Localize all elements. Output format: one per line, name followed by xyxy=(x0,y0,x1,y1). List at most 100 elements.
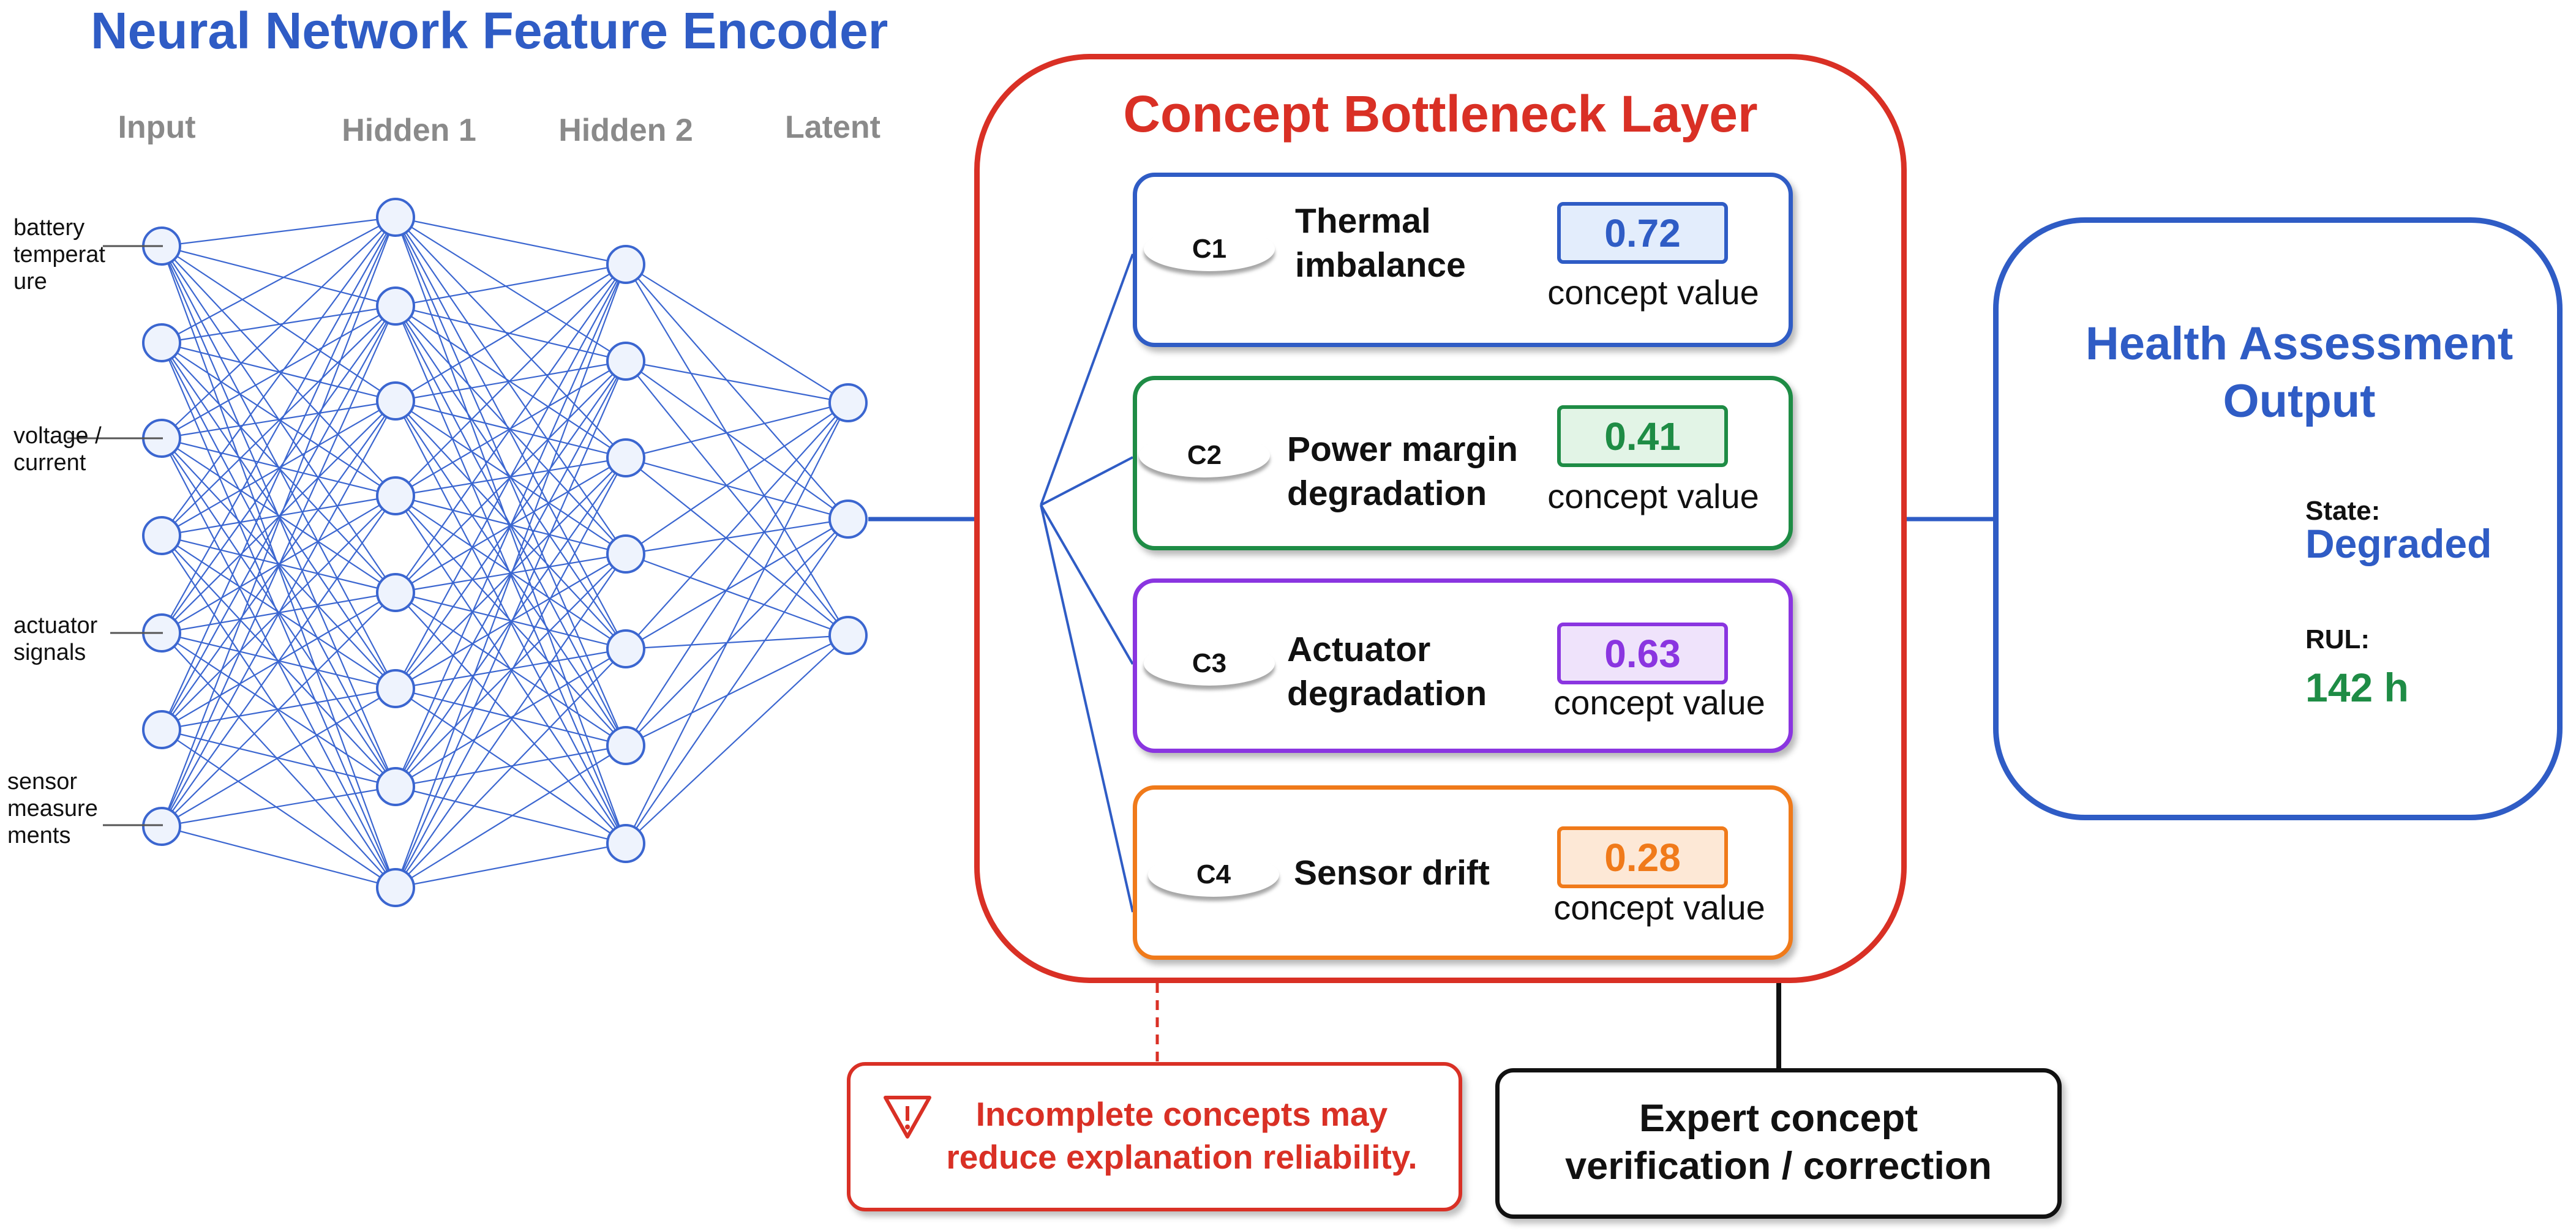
network-connection xyxy=(625,518,849,844)
concept-name: Power margin degradation xyxy=(1287,430,1518,513)
concept-value-badge: 0.41 xyxy=(1557,405,1728,467)
network-connection xyxy=(394,217,627,746)
latent-node xyxy=(828,383,868,422)
concept-fan-line-2 xyxy=(1040,456,1133,506)
network-connection xyxy=(161,305,396,730)
network-connection xyxy=(395,842,626,889)
concept-id-badge: C4 xyxy=(1148,853,1279,897)
network-connection xyxy=(161,305,396,344)
network-connection xyxy=(395,264,626,689)
network-connection xyxy=(395,785,626,845)
concept-id-badge: C2 xyxy=(1139,433,1270,477)
concept-id-badge: C1 xyxy=(1144,227,1275,271)
network-connection xyxy=(161,305,396,439)
input-node xyxy=(142,516,181,555)
hidden2-node xyxy=(606,824,645,863)
concept-name: Thermal imbalance xyxy=(1295,201,1466,285)
network-connection xyxy=(395,217,626,458)
network-connection xyxy=(161,216,396,247)
input-label-voltage-current: voltage / current xyxy=(13,423,102,476)
network-connection xyxy=(395,553,626,888)
network-connection xyxy=(161,305,396,536)
network-connection xyxy=(161,632,396,888)
concept-value-caption: concept value xyxy=(1553,683,1765,722)
network-connection xyxy=(625,361,849,520)
hidden2-node xyxy=(606,534,645,574)
expert-verification-box xyxy=(1495,1068,2062,1219)
network-connection xyxy=(395,457,626,888)
network-connection xyxy=(395,217,626,649)
concept-fan-line-1 xyxy=(1040,253,1134,506)
network-connection xyxy=(161,400,396,536)
network-connection xyxy=(625,635,849,746)
hidden1-node xyxy=(376,476,415,515)
network-connection xyxy=(160,305,397,827)
warning-callout xyxy=(847,1062,1462,1211)
hidden2-node xyxy=(606,245,645,284)
input-node xyxy=(142,323,181,362)
network-connection xyxy=(395,216,626,266)
network-connection xyxy=(625,264,849,520)
network-connection xyxy=(394,361,627,888)
network-connection xyxy=(625,518,849,649)
input-node xyxy=(142,710,181,749)
network-connection xyxy=(394,264,627,888)
network-connection xyxy=(161,217,396,343)
network-connection xyxy=(395,264,626,402)
network-connection xyxy=(395,217,626,362)
network-connection xyxy=(394,217,627,844)
hidden1-node xyxy=(376,198,415,237)
latent-node xyxy=(828,500,868,539)
network-connection xyxy=(161,217,396,536)
network-connection xyxy=(625,402,849,555)
hidden1-node xyxy=(376,381,415,421)
state-label: State: xyxy=(2305,496,2381,526)
latent-node xyxy=(828,616,868,655)
concept-value-caption: concept value xyxy=(1553,888,1765,927)
concept-value-badge: 0.63 xyxy=(1557,623,1728,684)
network-connection xyxy=(161,785,396,828)
network-connection xyxy=(161,592,396,827)
network-connection xyxy=(625,402,849,844)
network-connection xyxy=(395,264,626,593)
network-connection xyxy=(160,217,397,827)
network-connection xyxy=(161,400,396,440)
network-connection xyxy=(625,457,849,636)
hidden1-node xyxy=(376,669,415,708)
state-value: Degraded xyxy=(2305,521,2492,566)
layer-label-hidden2: Hidden 2 xyxy=(558,113,693,148)
network-connection xyxy=(625,402,849,649)
encoder-title: Neural Network Feature Encoder xyxy=(91,2,888,59)
layer-label-latent: Latent xyxy=(785,110,881,145)
network-connection xyxy=(395,264,626,496)
warning-text: Incomplete concepts may reduce explanati… xyxy=(946,1095,1418,1176)
network-connection xyxy=(161,729,396,888)
expert-verification-text: Expert concept verification / correction xyxy=(1565,1097,1992,1188)
network-connection xyxy=(395,648,626,888)
network-connection xyxy=(625,360,849,404)
concept-bottleneck-title: Concept Bottleneck Layer xyxy=(1123,85,1758,143)
network-connection xyxy=(395,648,626,787)
network-connection xyxy=(161,400,396,827)
network-connection xyxy=(161,437,396,497)
network-connection xyxy=(625,402,849,459)
network-connection xyxy=(160,342,397,888)
network-connection xyxy=(160,217,397,730)
concept-value-caption: concept value xyxy=(1547,273,1759,312)
network-connection xyxy=(161,245,396,402)
network-connection xyxy=(161,825,396,889)
hidden2-node xyxy=(606,342,645,381)
network-connection xyxy=(625,553,849,637)
network-connection xyxy=(625,518,849,555)
hidden1-node xyxy=(376,286,415,326)
hidden2-node xyxy=(606,438,645,477)
concept-fan-line-4 xyxy=(1040,504,1134,913)
concept-id-badge: C3 xyxy=(1144,642,1275,686)
concept-fan-line-3 xyxy=(1040,504,1134,665)
network-connection xyxy=(625,634,849,650)
network-connection xyxy=(161,305,396,634)
network-connection xyxy=(625,264,849,403)
network-connection xyxy=(161,245,396,307)
network-connection xyxy=(395,744,626,788)
health-assessment-panel xyxy=(1993,217,2563,820)
